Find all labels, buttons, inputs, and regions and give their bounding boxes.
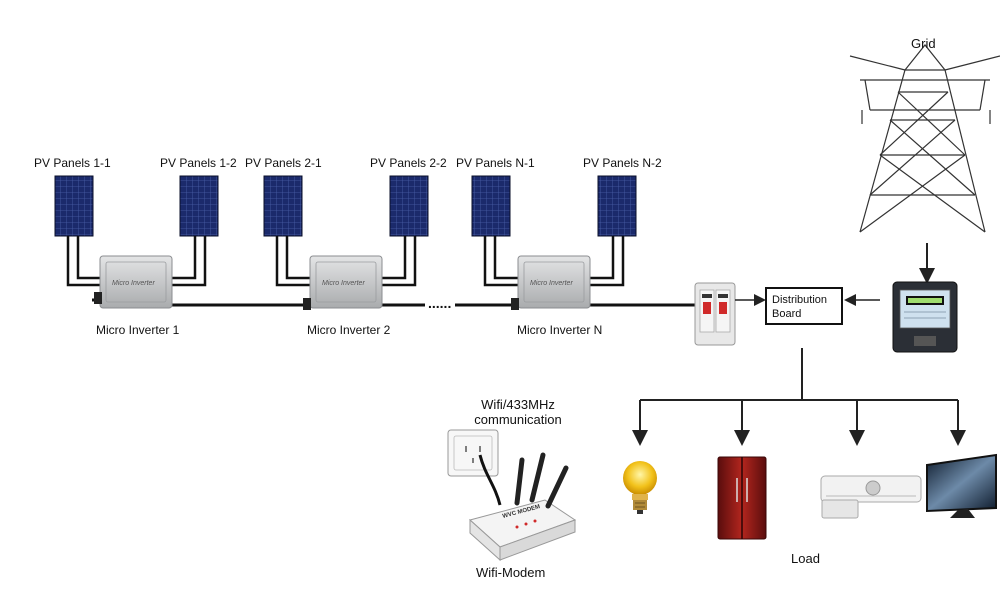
label-pv-panels-2-1: PV Panels 2-1	[245, 156, 322, 170]
label-pv-panels-n-1: PV Panels N-1	[456, 156, 535, 170]
ac-trunk-cable	[92, 298, 695, 307]
panel-cables	[66, 236, 625, 287]
label-micro-inverter-2: Micro Inverter 2	[307, 323, 391, 337]
solar-panel-n-2	[597, 175, 637, 237]
solar-panel-2-2	[389, 175, 429, 237]
solar-panel-1-1	[54, 175, 94, 237]
svg-text:Micro Inverter: Micro Inverter	[112, 280, 155, 287]
label-grid: Grid	[911, 36, 936, 51]
refrigerator-icon	[717, 456, 767, 540]
micro-inverter-n: Micro Inverter	[511, 255, 591, 310]
label-pv-panels-1-2: PV Panels 1-2	[160, 156, 237, 170]
label-load: Load	[791, 551, 820, 566]
label-micro-inverter-1: Micro Inverter 1	[96, 323, 180, 337]
air-conditioner-icon	[820, 475, 922, 519]
solar-panel-1-2	[179, 175, 219, 237]
label-pv-panels-2-2: PV Panels 2-2	[370, 156, 447, 170]
continuation-dots: ......	[428, 295, 451, 311]
label-wifi-communication: Wifi/433MHz communication	[474, 397, 562, 427]
energy-meter-icon	[892, 281, 958, 353]
label-distribution-board: Distribution Board	[772, 294, 828, 320]
label-wifi-modem: Wifi-Modem	[476, 565, 546, 580]
modem-icon: WVC MODEM	[468, 452, 577, 562]
micro-inverter-1: Micro Inverter	[94, 255, 173, 309]
light-bulb-icon	[623, 461, 657, 514]
solar-panel-2-1	[263, 175, 303, 237]
label-micro-inverter-n: Micro Inverter N	[517, 323, 603, 337]
circuit-breaker-icon	[694, 282, 736, 346]
micro-inverter-2: Micro Inverter	[303, 255, 383, 310]
tv-icon	[926, 453, 997, 518]
solar-panel-n-1	[471, 175, 511, 237]
power-cable	[478, 454, 502, 506]
wall-socket-icon	[447, 429, 499, 477]
load-distribution-lines	[632, 348, 966, 446]
label-pv-panels-n-2: PV Panels N-2	[583, 156, 662, 170]
svg-text:Micro Inverter: Micro Inverter	[322, 280, 365, 287]
power-tower-icon	[849, 44, 1000, 233]
label-pv-panels-1-1: PV Panels 1-1	[34, 156, 111, 170]
svg-text:Micro Inverter: Micro Inverter	[530, 280, 573, 287]
distribution-board: Distribution Board	[765, 287, 843, 325]
